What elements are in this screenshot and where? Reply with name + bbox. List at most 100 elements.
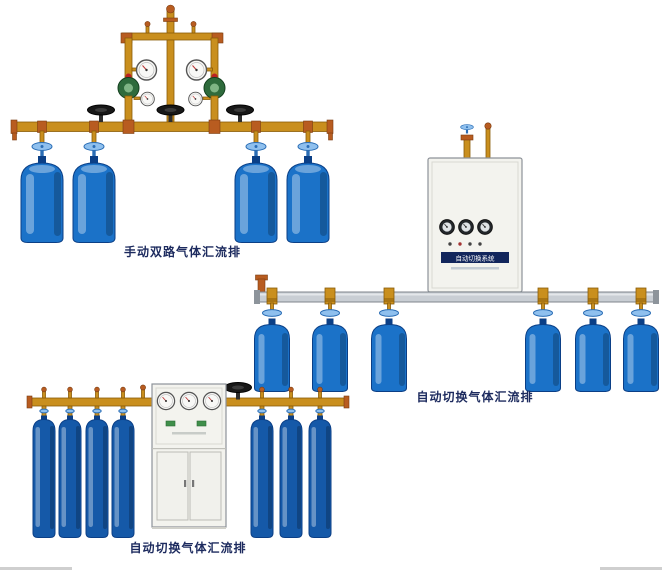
- cylinder-unit: [20, 120, 64, 243]
- cylinder-unit: [308, 386, 332, 538]
- pipe-finial: [166, 4, 175, 14]
- gas-cylinder: [279, 415, 303, 538]
- cabinet-top-pipes: [460, 122, 492, 160]
- pressure-gauge-icon: [185, 59, 208, 81]
- pressure-gauge-icon: [135, 59, 158, 81]
- gas-cylinder: [58, 415, 82, 538]
- indicator-light: [196, 420, 207, 427]
- auto-manifold-right-figure: 自动切换系统: [254, 122, 659, 392]
- pressure-gauge-icon: [477, 219, 493, 235]
- gas-cylinder: [32, 415, 56, 538]
- cylinder-unit: [32, 386, 56, 538]
- gas-cylinder: [312, 318, 348, 392]
- cylinder-valve-knob-icon: [118, 408, 128, 414]
- indicator-light: [165, 420, 176, 427]
- cylinder-valve-knob-icon: [39, 408, 49, 414]
- manifold-top-pipes: [120, 4, 224, 125]
- cylinder-valve-knob-icon: [379, 309, 399, 317]
- valve-handwheel-icon: [156, 104, 185, 123]
- auto-manifold-bottom-figure: [26, 382, 350, 538]
- cylinder-valve-knob-icon: [83, 142, 105, 157]
- indicator-dot: [448, 242, 452, 246]
- cylinder-unit: [525, 287, 561, 392]
- cylinder-valve-knob-icon: [257, 408, 267, 414]
- pressure-gauge-icon: [439, 219, 455, 235]
- cabinet-name-plate: [441, 252, 509, 263]
- cylinder-valve-knob-icon: [533, 309, 553, 317]
- cylinder-unit: [623, 287, 659, 392]
- regulator-station-right: [185, 59, 226, 124]
- cylinder-valve-knob-icon: [297, 142, 319, 157]
- gas-cylinder: [371, 318, 407, 392]
- manifold-header-pipe: [10, 119, 334, 141]
- cylinder-bank: [254, 287, 659, 392]
- gas-cylinder: [111, 415, 135, 538]
- gas-cylinder: [525, 318, 561, 392]
- pressure-gauge-icon: [156, 391, 176, 411]
- cylinder-bank: [20, 120, 330, 243]
- indicator-dot: [478, 242, 482, 246]
- cabinet-subtext-line: [172, 432, 206, 435]
- valve-handwheel-icon: [226, 104, 254, 123]
- cylinder-valve-knob-icon: [92, 408, 102, 414]
- cylinder-unit: [72, 120, 116, 243]
- control-cabinet: 自动切换系统: [427, 157, 523, 293]
- pressure-gauge-icon: [202, 391, 222, 411]
- cylinder-valve-knob-icon: [320, 309, 340, 317]
- cylinder-unit: [85, 386, 109, 538]
- caption-auto-manifold-right: 自动切换气体汇流排: [416, 390, 534, 404]
- cylinder-bank: [32, 386, 332, 538]
- cylinder-valve-knob-icon: [315, 408, 325, 414]
- cabinet-label: 自动切换系统: [456, 254, 496, 263]
- pressure-gauge-icon: [188, 91, 203, 107]
- pressure-gauge-icon: [458, 219, 474, 235]
- gas-cylinder: [250, 415, 274, 538]
- regulator-station-left: [117, 59, 158, 124]
- cabinet-door: [189, 451, 222, 521]
- cylinder-unit: [575, 287, 611, 392]
- cabinet-door: [156, 451, 189, 521]
- manual-manifold-figure: [10, 4, 334, 243]
- pressure-gauge-icon: [140, 91, 155, 107]
- cylinder-unit: [234, 120, 278, 243]
- gas-cylinder: [234, 155, 278, 243]
- cylinder-unit: [371, 287, 407, 392]
- valve-handwheel-icon: [87, 104, 115, 123]
- cylinder-valve-knob-icon: [286, 408, 296, 414]
- door-handle: [192, 480, 195, 487]
- cylinder-unit: [250, 386, 274, 538]
- cylinder-valve-knob-icon: [631, 309, 651, 317]
- page-edge-artifact: [600, 567, 662, 570]
- cylinder-unit: [279, 386, 303, 538]
- gas-cylinder: [72, 155, 116, 243]
- cylinder-valve-knob-icon: [262, 309, 282, 317]
- gas-cylinder: [254, 318, 290, 392]
- gas-cylinder: [308, 415, 332, 538]
- cylinder-unit: [254, 287, 290, 392]
- door-handle: [184, 480, 187, 487]
- gas-cylinder: [286, 155, 330, 243]
- indicator-dot: [468, 242, 472, 246]
- pressure-gauge-icon: [179, 391, 199, 411]
- gas-cylinder: [20, 155, 64, 243]
- gas-cylinder: [623, 318, 659, 392]
- cylinder-unit: [111, 386, 135, 538]
- cylinder-valve-knob-icon: [583, 309, 603, 317]
- cylinder-unit: [286, 120, 330, 243]
- caption-manual-manifold: 手动双路气体汇流排: [123, 245, 241, 259]
- silver-manifold-pipe: [254, 274, 659, 304]
- caption-auto-manifold-bottom: 自动切换气体汇流排: [129, 541, 247, 555]
- indicator-dot: [458, 242, 462, 246]
- cylinder-valve-knob-icon: [245, 142, 267, 157]
- control-cabinet: [151, 383, 227, 529]
- cylinder-valve-knob-icon: [460, 124, 474, 134]
- gas-cylinder: [575, 318, 611, 392]
- cylinder-valve-knob-icon: [65, 408, 75, 414]
- cylinder-unit: [312, 287, 348, 392]
- cylinder-valve-knob-icon: [31, 142, 53, 157]
- page-edge-artifact: [0, 567, 72, 570]
- cylinder-unit: [58, 386, 82, 538]
- gas-cylinder: [85, 415, 109, 538]
